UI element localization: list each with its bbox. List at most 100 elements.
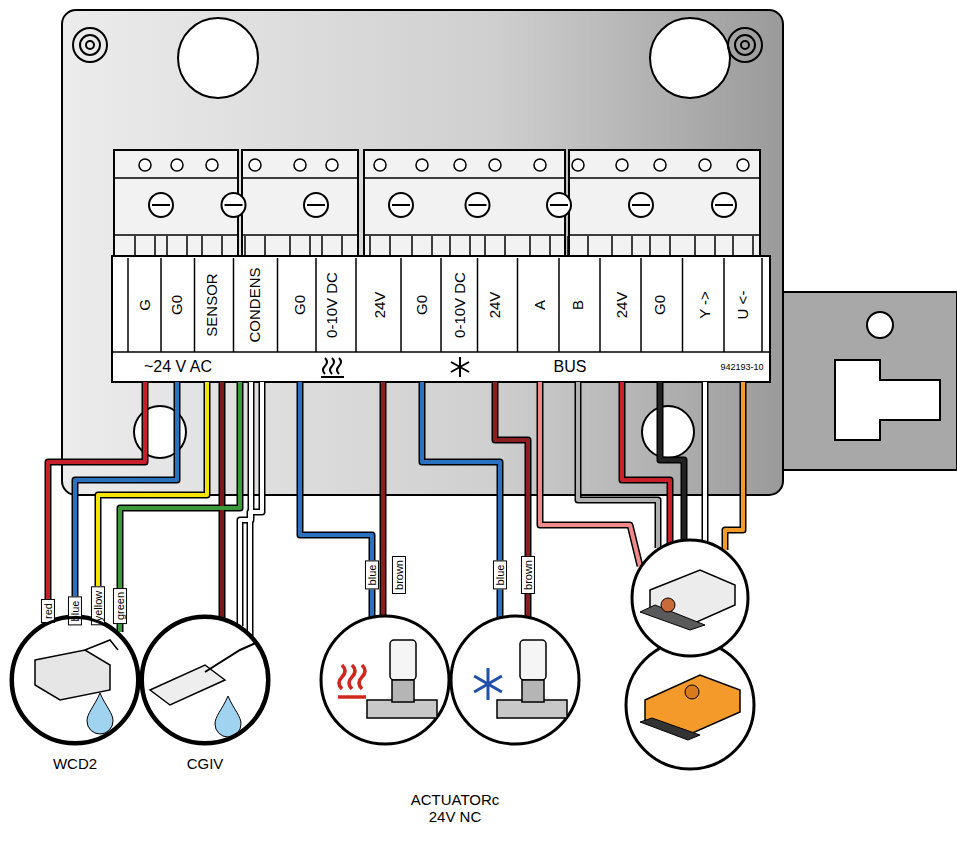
screw-ring xyxy=(80,35,100,55)
connector-edge xyxy=(242,234,358,236)
mounting-hole xyxy=(642,406,694,458)
terminal-divider xyxy=(558,258,560,352)
valve-neck xyxy=(522,680,544,702)
connector-rib xyxy=(389,236,391,256)
wire xyxy=(220,382,224,619)
terminal-name: Y -> xyxy=(697,291,714,319)
wire xyxy=(622,382,670,544)
wire xyxy=(120,382,240,632)
connector-edge xyxy=(242,177,358,179)
wire-color-tag: blue xyxy=(68,597,82,626)
actuator-clamp xyxy=(661,598,675,612)
wcd2-device xyxy=(35,650,110,700)
terminal-strip xyxy=(112,256,770,382)
terminal-name: G0 xyxy=(169,295,186,315)
connector-block xyxy=(242,150,358,258)
wire-outline xyxy=(422,382,500,618)
wire-color-tag: brown xyxy=(392,556,406,594)
connector-block xyxy=(114,150,238,258)
connector-rib xyxy=(504,236,506,256)
valve-actuator xyxy=(520,640,546,680)
heat-wave xyxy=(359,665,365,689)
wire-entry xyxy=(654,159,666,171)
terminal-name: G0 xyxy=(414,295,431,315)
heating-symbol xyxy=(321,358,344,377)
terminal-name: A xyxy=(532,300,549,310)
terminal-screw xyxy=(389,193,413,217)
heat-base xyxy=(338,695,366,699)
terminal-divider xyxy=(277,258,279,352)
wire-color-tag: green xyxy=(113,588,127,624)
connector-edge xyxy=(114,234,238,236)
wire-entry xyxy=(489,159,501,171)
connector-rib xyxy=(649,236,651,256)
terminal-connectors xyxy=(114,150,760,258)
cooling-symbol xyxy=(451,357,469,377)
terminal-name: U <- xyxy=(735,291,752,320)
actuator-caption: ACTUATORc 24V NC xyxy=(405,792,505,825)
screw-slot xyxy=(550,204,568,206)
connector-rib xyxy=(154,236,156,256)
valve-neck xyxy=(392,680,414,702)
terminal-divider xyxy=(599,258,601,352)
wire-outline xyxy=(219,382,226,619)
wire-entry xyxy=(737,159,749,171)
terminal-name: 0-10V DC xyxy=(324,272,341,338)
group-name: BUS xyxy=(552,358,589,376)
terminal-divider xyxy=(682,258,684,352)
wire-color-tag: blue xyxy=(493,561,507,590)
actuator-base xyxy=(640,718,700,740)
terminal-divider xyxy=(233,258,235,352)
wire-color-tag: blue xyxy=(365,561,379,590)
wire-entry xyxy=(374,159,386,171)
device-ground xyxy=(11,616,139,744)
connector-rib xyxy=(549,236,551,256)
wire-entry xyxy=(454,159,466,171)
wire-entry xyxy=(171,159,183,171)
connector-rib xyxy=(289,236,291,256)
strip-body xyxy=(112,256,770,382)
screw-ring xyxy=(73,28,107,62)
connector-edge xyxy=(364,177,565,179)
wire-color-tag: yellow xyxy=(91,587,105,626)
terminal-screw xyxy=(629,193,653,217)
connector-rib xyxy=(752,236,754,256)
terminal-name: G xyxy=(137,299,154,311)
wire-entry xyxy=(139,159,151,171)
connector-edge xyxy=(569,234,760,236)
terminal-name: 24V xyxy=(487,292,504,319)
wire-outline xyxy=(120,382,240,632)
device-circle: CGIV xyxy=(141,616,269,744)
wire-entry xyxy=(326,159,338,171)
wire-color-tag: brown xyxy=(521,556,535,594)
terminal-divider xyxy=(723,258,725,352)
connector-rib xyxy=(469,236,471,256)
screw-slot xyxy=(152,204,170,206)
water-drop xyxy=(215,696,241,737)
screw-slot xyxy=(715,204,733,206)
wire xyxy=(300,382,372,618)
damper-actuator-circle xyxy=(632,540,748,656)
damper-actuator-circle xyxy=(626,641,754,769)
actuator-hub xyxy=(685,685,699,699)
wire xyxy=(250,382,262,636)
wire-entry xyxy=(416,159,428,171)
part-number: 942193-10 xyxy=(718,363,765,373)
connector-edge xyxy=(114,177,238,179)
terminal-name: CONDENS xyxy=(247,267,264,342)
connector-rib xyxy=(631,236,633,256)
valve-actuator xyxy=(390,640,416,680)
terminal-name: 24V xyxy=(614,292,631,319)
connector-edge xyxy=(569,177,760,179)
wire-outline xyxy=(98,382,207,620)
connector-rib xyxy=(431,236,433,256)
snowflake-arm xyxy=(474,676,502,692)
wire xyxy=(422,382,500,618)
device-caption: WCD2 xyxy=(53,755,97,772)
wire-entry xyxy=(572,159,584,171)
wire-entry xyxy=(206,159,218,171)
connector-block xyxy=(569,150,760,258)
connector-rib xyxy=(732,236,734,256)
connector-rib xyxy=(244,236,246,256)
